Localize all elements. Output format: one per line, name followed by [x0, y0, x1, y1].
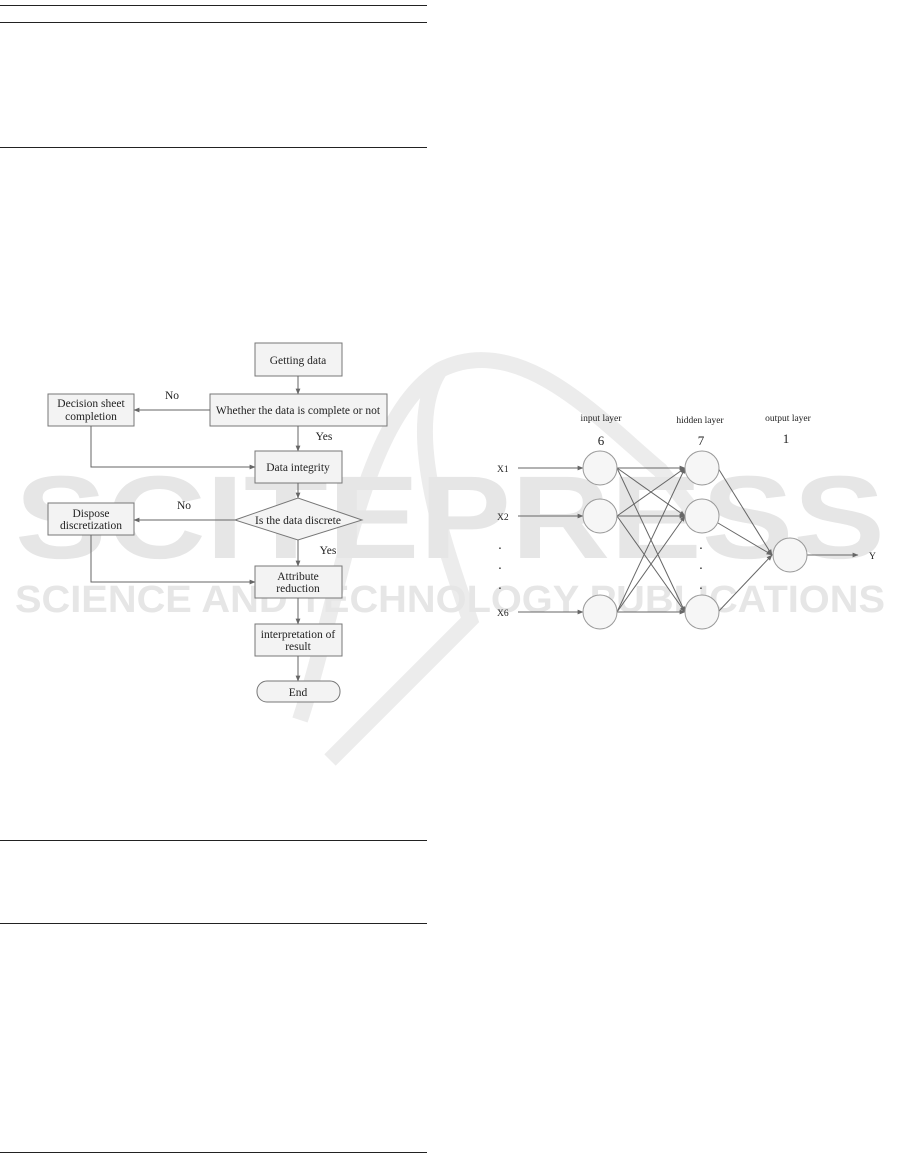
hidden-node: [684, 594, 720, 630]
flowchart: Getting data Whether the data is complet…: [47, 342, 388, 703]
output-y-label: Y: [869, 552, 876, 562]
no-label-2: No: [177, 500, 191, 512]
watermark-main: SCITEPRESS: [15, 452, 885, 584]
ellipsis-dot: ·: [699, 542, 704, 557]
input-x2-label: X2: [497, 513, 509, 523]
ellipsis-dot: ·: [699, 562, 704, 577]
input-layer-label: input layer: [581, 414, 623, 424]
no-label-1: No: [165, 390, 179, 402]
table2-header-rule: [0, 923, 427, 924]
getting-data-label: Getting data: [270, 355, 327, 367]
data-integrity-label: Data integrity: [266, 462, 330, 474]
interpretation-label-2: result: [285, 641, 311, 653]
is-discrete-diamond: [233, 497, 364, 541]
input-node: [582, 450, 618, 486]
decision-sheet-box: [47, 393, 135, 427]
attribute-reduction-label: Attribute: [277, 571, 319, 583]
input-count: 6: [598, 433, 605, 448]
output-node: [772, 537, 808, 573]
end-label: End: [289, 687, 308, 699]
watermark-sub: SCIENCE AND TECHNOLOGY PUBLICATIONS: [15, 579, 885, 621]
hidden-node: [684, 498, 720, 534]
hidden-node: [684, 450, 720, 486]
attribute-reduction-label-2: reduction: [276, 583, 320, 595]
input-node: [582, 498, 618, 534]
interpretation-box: [254, 623, 343, 657]
hidden-count: 7: [698, 433, 705, 448]
input-node: [582, 594, 618, 630]
ellipsis-dot: ·: [699, 582, 704, 597]
ellipsis-dot: ·: [498, 542, 503, 557]
table2-top-rule: [0, 840, 427, 841]
table-header-rule: [0, 22, 427, 23]
dispose-label: Dispose: [72, 508, 109, 520]
watermark: SCITEPRESS SCIENCE AND TECHNOLOGY PUBLIC…: [15, 352, 885, 766]
table2-bottom-rule: [0, 1152, 427, 1153]
ellipsis-dot: ·: [498, 582, 503, 597]
yes-label-2: Yes: [320, 545, 337, 557]
input-x1-label: X1: [497, 465, 509, 475]
table-bottom-rule: [0, 147, 427, 148]
dispose-label-2: discretization: [60, 520, 122, 532]
interpretation-label: interpretation of: [261, 629, 336, 641]
decision-sheet-label-2: completion: [65, 411, 117, 423]
yes-label-1: Yes: [316, 431, 333, 443]
table-top-rule: [0, 5, 427, 6]
output-layer-label: output layer: [765, 414, 811, 424]
decision-sheet-label: Decision sheet: [57, 398, 125, 410]
is-discrete-label: Is the data discrete: [255, 515, 341, 527]
ellipsis-dot: ·: [498, 562, 503, 577]
output-count: 1: [783, 431, 790, 446]
whether-complete-label: Whether the data is complete or not: [216, 405, 381, 417]
hidden-layer-label: hidden layer: [676, 416, 724, 426]
getting-data-box: [254, 342, 343, 377]
neural-network: input layer hidden layer output layer 6 …: [497, 414, 876, 630]
input-x6-label: X6: [497, 609, 509, 619]
